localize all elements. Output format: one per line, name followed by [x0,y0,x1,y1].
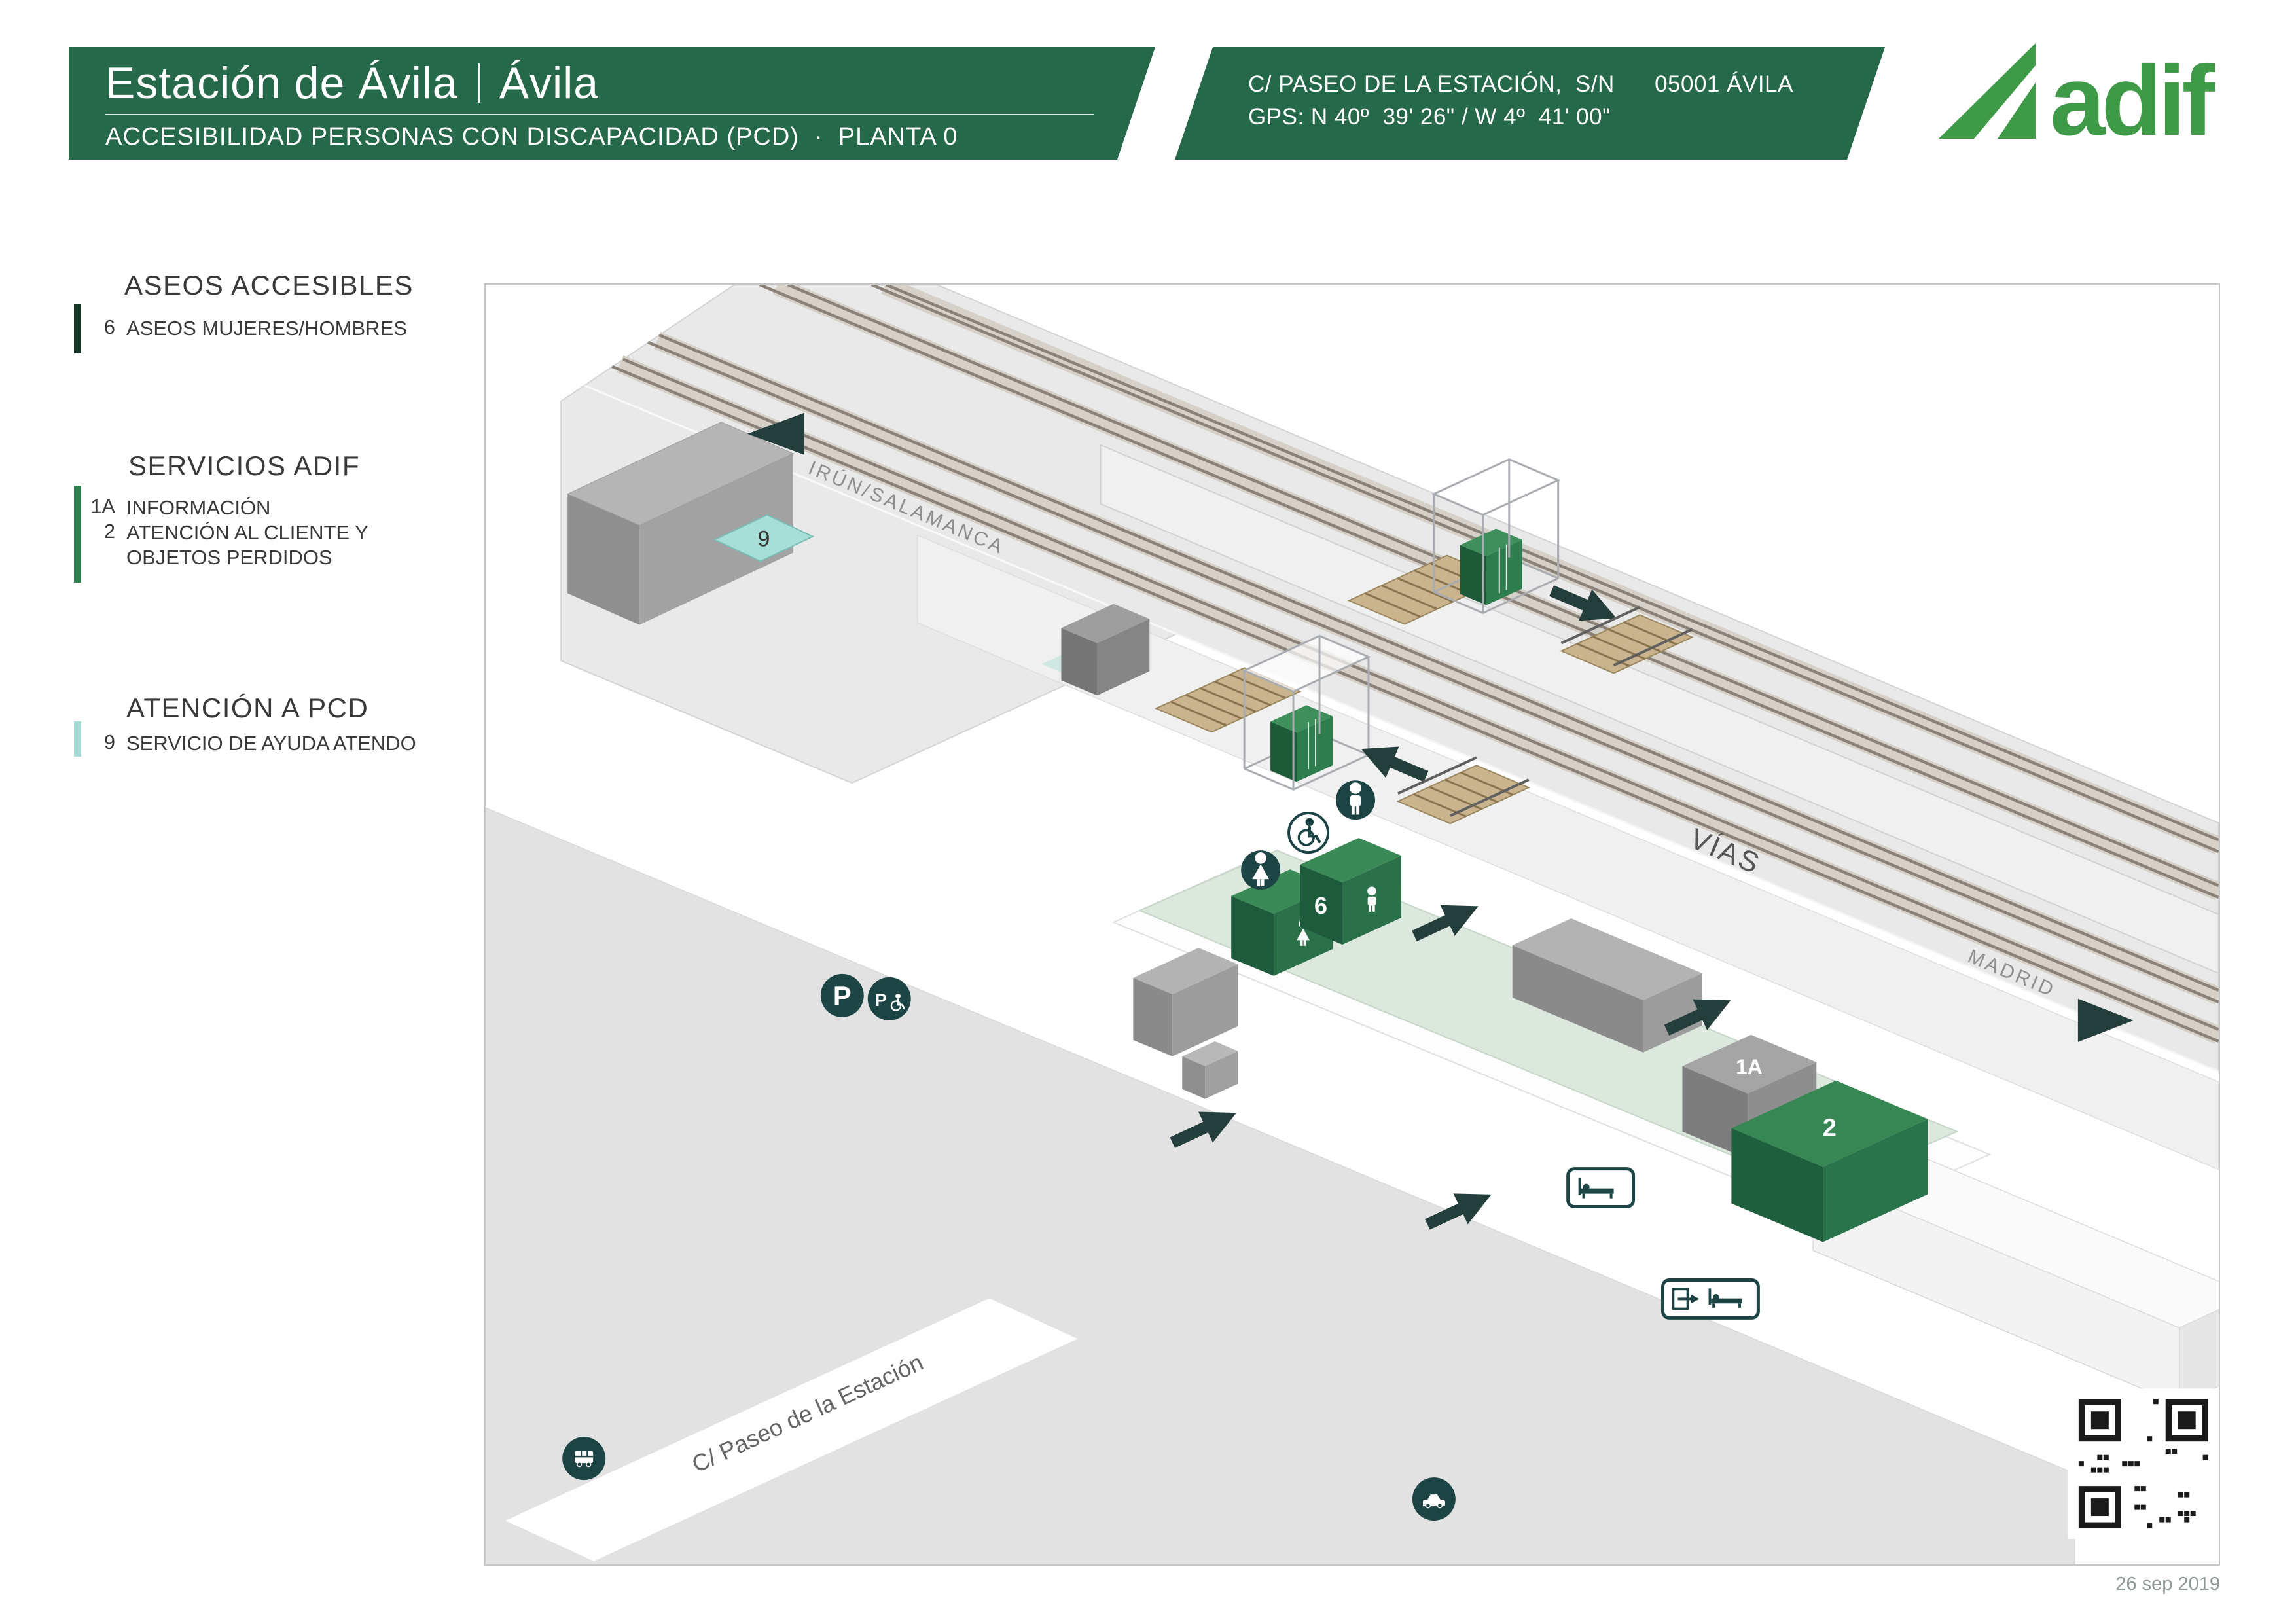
legend-label-atencion-2: OBJETOS PERDIDOS [126,546,332,569]
street-band [505,1298,1078,1562]
atencion-cliente-marker: 2 [1823,1115,1837,1142]
parking-label: P [833,981,852,1011]
aseos-block: 6 [1300,838,1401,945]
atendo-zone: 9 [713,514,815,562]
legend-code-aseos: 6 [103,316,115,338]
elevator-icon [1431,458,1561,615]
aseos-marker: 6 [1314,892,1327,919]
legend-title-aseos: ASEOS ACCESIBLES [124,270,414,300]
accessible-parking-icon: P [867,977,911,1020]
adif-logo: adif [1939,43,2219,156]
adif-logo-text: adif [2050,45,2215,156]
legend-bar-pcd [74,721,81,757]
qr-modules [2078,1399,2208,1529]
title-separator [478,63,480,103]
adif-logo-mark [1939,43,2036,139]
legend-bar-aseos [74,304,81,353]
header-title-row: Estación de Ávila Ávila [105,56,1155,110]
qr-code [2068,1388,2219,1540]
station-gps: GPS: N 40º 39' 26" / W 4º 41' 00" [1248,104,1611,130]
parking-icon: P [820,973,864,1017]
direction-arrow-right-icon [2077,998,2134,1042]
island-platform [1100,444,2219,975]
station-map: 9 [484,277,2253,1566]
access-group-2 [1154,634,1531,825]
date-label: 26 sep 2019 [2115,1574,2220,1595]
legend: ASEOS ACCESIBLES 6 ASEOS MUJERES/HOMBRES… [0,0,484,1624]
aseos-pictos [1241,780,1375,890]
atendo-marker: 9 [757,527,770,552]
kiosk [1512,918,1702,1053]
atencion-cliente-block: 2 [1731,1080,1928,1242]
station-map-canvas: 9 [485,277,2253,1565]
exit-arrow-icon [1691,1294,1700,1304]
legend-title-pcd: ATENCIÓN A PCD [126,693,369,723]
stairs-icon [1560,605,1694,674]
legend-code-informacion: 1A [90,495,115,518]
legend-code-atencion: 2 [103,520,115,543]
station-city: Ávila [499,58,600,108]
taxi-icon [1412,1477,1456,1521]
elevator-icon [1242,634,1371,791]
exit-hotel-sign [1661,1278,1760,1320]
legend-label-atencion: ATENCIÓN AL CLIENTE Y [126,521,368,544]
accessible-parking-label: P [875,990,887,1010]
kiosk [1182,1041,1238,1099]
address-banner: C/ PASEO DE LA ESTACIÓN, S/N 05001 ÁVILA… [1175,47,1885,160]
legend-label-aseos: ASEOS MUJERES/HOMBRES [126,317,407,340]
hotel-sign [1566,1167,1636,1209]
legend-title-servicios: SERVICIOS ADIF [128,450,360,481]
header-banner: Estación de Ávila Ávila ACCESIBILIDAD PE… [69,47,1155,160]
legend-label-atendo: SERVICIO DE AYUDA ATENDO [126,732,416,755]
legend-label-informacion: INFORMACIÓN [126,496,271,519]
direction-arrow-left-icon [747,412,804,455]
adif-logo-mark-2 [1998,82,2036,139]
kiosk [1061,604,1150,696]
access-group-1 [1347,458,1694,674]
informacion-marker: 1A [1736,1055,1763,1079]
station-title: Estación de Ávila [105,58,458,108]
legend-code-atendo: 9 [103,731,115,753]
header-rule [105,114,1094,115]
stairs-icon [1396,756,1531,825]
stairs-icon [1154,667,1302,733]
header-subtitle: ACCESIBILIDAD PERSONAS CON DISCAPACIDAD … [105,123,958,151]
station-address: C/ PASEO DE LA ESTACIÓN, S/N 05001 ÁVILA [1248,71,1793,97]
kiosk [1133,947,1238,1056]
bus-icon [562,1437,606,1481]
legend-bar-servicios [74,486,81,583]
